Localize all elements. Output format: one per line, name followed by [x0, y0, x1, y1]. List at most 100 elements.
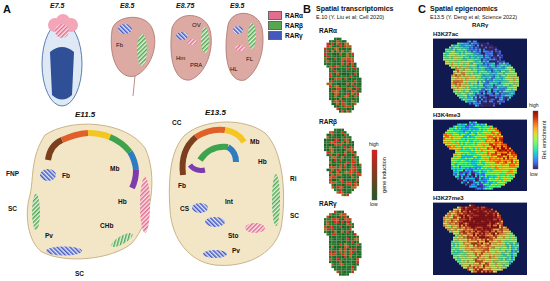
map-spot — [344, 248, 347, 251]
map-spot — [352, 93, 355, 96]
map-spot — [339, 273, 342, 276]
map-spot — [342, 55, 345, 58]
map-spot — [457, 154, 459, 156]
map-spot — [344, 131, 347, 134]
map-spot — [497, 61, 499, 63]
map-spot — [449, 148, 451, 150]
map-spot — [451, 53, 453, 55]
map-spot — [453, 170, 455, 172]
map-spot — [473, 61, 475, 63]
map-spot — [347, 221, 350, 224]
map-spot — [339, 98, 342, 101]
map-spot — [473, 81, 475, 83]
map-spot — [491, 47, 493, 49]
map-spot — [349, 263, 352, 266]
map-spot — [449, 132, 451, 134]
map-spot — [349, 88, 352, 91]
map-spot — [354, 261, 357, 264]
map-spot — [499, 97, 501, 99]
map-spot — [347, 161, 350, 164]
map-spot — [493, 53, 495, 55]
map-spot — [453, 134, 455, 136]
map-spot — [329, 238, 332, 241]
map-spot — [475, 85, 477, 87]
map-spot — [517, 77, 519, 79]
map-spot — [334, 48, 337, 51]
map-spot — [509, 73, 511, 75]
map-spot — [329, 166, 332, 169]
map-spot — [334, 218, 337, 221]
map-spot — [473, 59, 475, 61]
map-spot — [493, 77, 495, 79]
map-spot — [349, 231, 352, 234]
map-spot — [339, 60, 342, 63]
map-spot — [457, 61, 459, 63]
map-spot — [457, 128, 459, 130]
map-spot — [453, 128, 455, 130]
map-spot — [505, 69, 507, 71]
map-spot — [483, 75, 485, 77]
map-spot — [471, 53, 473, 55]
map-spot — [501, 85, 503, 87]
map-spot — [357, 93, 360, 96]
map-spot — [332, 169, 335, 172]
map-spot — [329, 80, 332, 83]
map-spot — [477, 93, 479, 95]
map-spot — [507, 67, 509, 69]
map-spot — [491, 77, 493, 79]
map-spot — [339, 38, 342, 41]
map-spot — [469, 99, 471, 101]
map-spot — [501, 79, 503, 81]
expression-domain — [32, 194, 40, 230]
map-spot — [455, 57, 457, 59]
map-spot — [337, 191, 340, 194]
map-spot — [475, 101, 477, 103]
map-spot — [465, 85, 467, 87]
map-spot — [329, 233, 332, 236]
map-spot — [453, 132, 455, 134]
map-spot — [471, 91, 473, 93]
map-spot — [467, 41, 469, 43]
map-spot — [503, 97, 505, 99]
map-spot — [505, 91, 507, 93]
map-spot — [481, 101, 483, 103]
map-spot — [463, 45, 465, 47]
map-spot — [329, 139, 332, 142]
map-spot — [451, 79, 453, 81]
map-spot — [354, 236, 357, 239]
map-spot — [339, 251, 342, 254]
map-spot — [505, 81, 507, 83]
map-spot — [342, 268, 345, 271]
map-spot — [495, 57, 497, 59]
map-spot — [339, 43, 342, 46]
map-spot — [451, 67, 453, 69]
map-spot — [347, 189, 350, 192]
map-spot — [457, 146, 459, 148]
map-spot — [497, 83, 499, 85]
map-spot — [445, 132, 447, 134]
map-spot — [342, 176, 345, 179]
map-spot — [489, 63, 491, 65]
map-spot — [489, 61, 491, 63]
map-spot — [459, 142, 461, 144]
map-spot — [469, 93, 471, 95]
map-spot — [451, 162, 453, 164]
map-spot — [337, 248, 340, 251]
map-spot — [357, 159, 360, 162]
map-spot — [342, 95, 345, 98]
map-spot — [467, 55, 469, 57]
map-spot — [447, 130, 449, 132]
map-spot — [451, 83, 453, 85]
map-spot — [337, 98, 340, 101]
map-spot — [453, 47, 455, 49]
map-spot — [349, 151, 352, 154]
map-spot — [342, 159, 345, 162]
map-spot — [479, 85, 481, 87]
map-spot — [352, 73, 355, 76]
map-spot — [347, 243, 350, 246]
map-spot — [344, 144, 347, 147]
map-spot — [342, 248, 345, 251]
map-spot — [352, 258, 355, 261]
map-spot — [354, 256, 357, 259]
map-spot — [357, 95, 360, 98]
